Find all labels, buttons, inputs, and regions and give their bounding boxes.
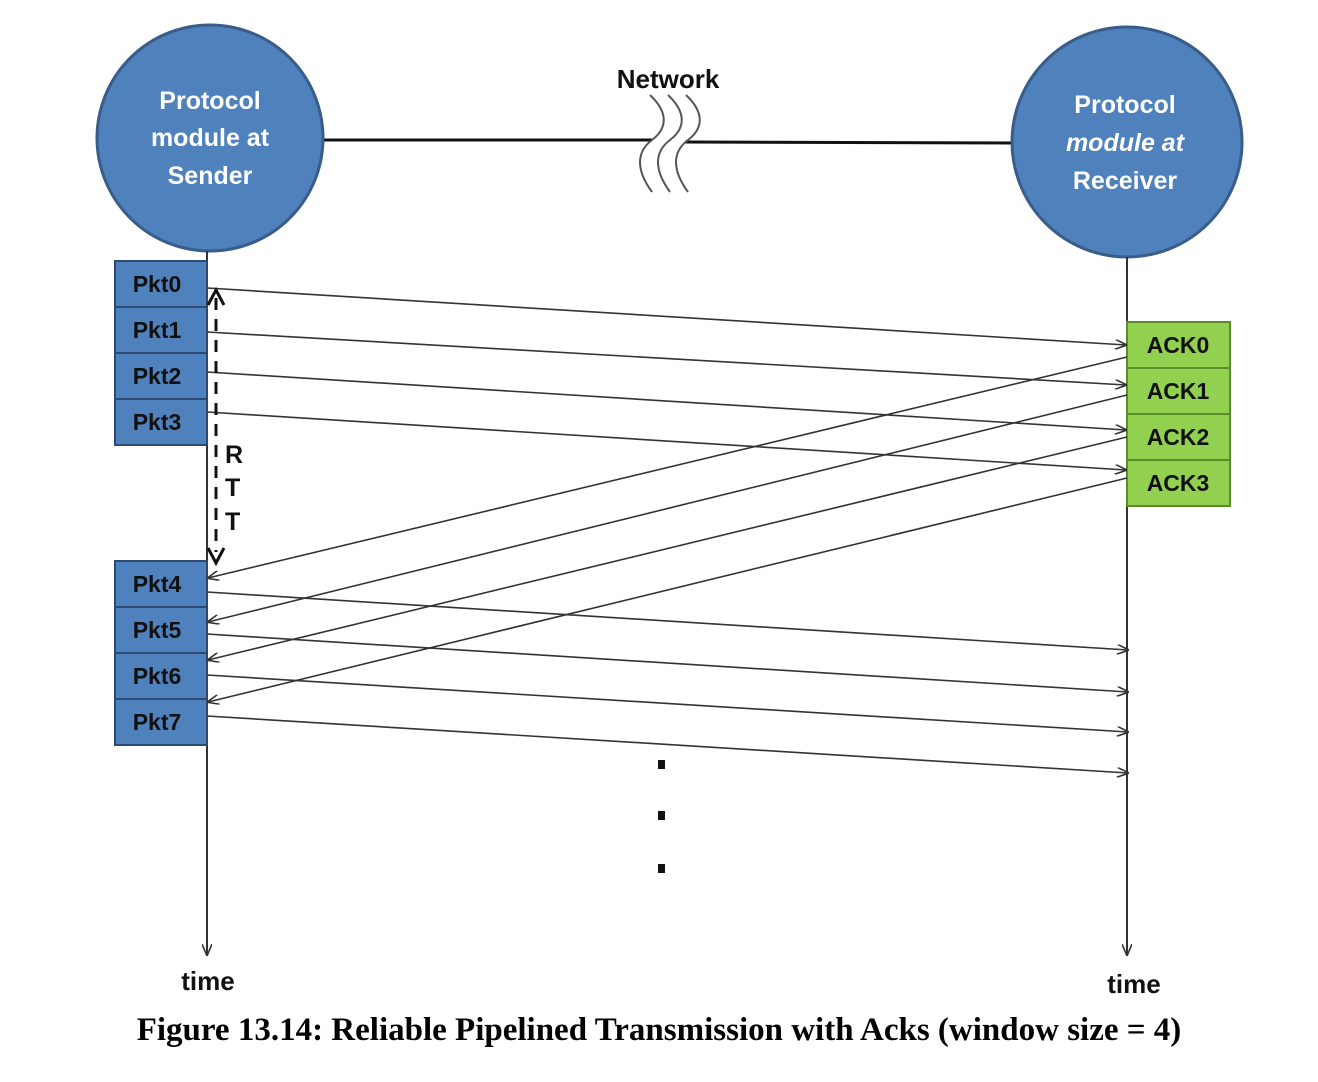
rtt-arrow-up-icon [206,286,226,306]
ack-group: ACK0 ACK1 ACK2 ACK3 [1126,321,1231,507]
sender-module: Protocol module at Sender [95,23,325,253]
packet-window-1: Pkt0 Pkt1 Pkt2 Pkt3 [114,260,208,446]
sender-circle [95,23,325,253]
network-label: Network [617,64,720,94]
rtt-indicator: R T T [206,286,243,567]
ack-arrow [208,477,1128,702]
packet-label: Pkt7 [133,709,182,735]
packet-box [114,306,208,354]
receiver-line-1: Protocol [1074,91,1175,119]
packet-arrow [206,591,1128,650]
ack-arrow [208,436,1128,660]
ack-arrow [208,394,1128,622]
rtt-arrow-down-icon [206,547,226,567]
packet-arrow [206,633,1128,692]
receiver-module: Protocol module at Receiver [1010,25,1244,259]
network-break-icon [639,94,701,193]
packet-arrow [206,715,1128,773]
ack-box [1126,459,1231,507]
figure-caption: Figure 13.14: Reliable Pipelined Transmi… [136,1012,1182,1048]
network-link-right [684,140,1019,145]
packet-label: Pkt3 [133,409,182,435]
ack-label: ACK3 [1147,470,1210,496]
rtt-letter: T [225,508,240,536]
packet-label: Pkt5 [133,617,182,643]
packet-box [114,652,208,700]
sender-line-3: Sender [168,162,253,190]
packet-arrow [206,411,1126,470]
ack-arrow [208,356,1128,578]
packet-label: Pkt2 [133,363,182,389]
packet-arrow [206,331,1126,385]
sender-line-1: Protocol [159,87,260,115]
packet-label: Pkt1 [133,317,182,343]
packet-box [114,260,208,308]
receiver-line-3: Receiver [1073,167,1178,195]
packet-arrow [206,287,1126,345]
rtt-letter: R [225,441,243,469]
ack-label: ACK0 [1147,332,1210,358]
packet-arrow [206,674,1128,732]
packet-box [114,398,208,446]
receiver-time-label: time [1107,969,1160,999]
packet-window-2: Pkt4 Pkt5 Pkt6 Pkt7 [114,560,208,746]
packet-label: Pkt0 [133,271,182,297]
packet-label: Pkt6 [133,663,182,689]
ack-box [1126,321,1231,369]
ack-label: ACK2 [1147,424,1210,450]
ack-label: ACK1 [1147,378,1210,404]
packet-box [114,698,208,746]
receiver-line-2: module at [1066,129,1186,157]
sender-line-2: module at [151,124,270,152]
rtt-letter: T [225,474,240,502]
sender-time-label: time [181,966,234,996]
packet-arrow [206,371,1126,430]
continuation-dots [658,760,665,873]
packet-label: Pkt4 [133,571,182,597]
ack-box [1126,367,1231,415]
